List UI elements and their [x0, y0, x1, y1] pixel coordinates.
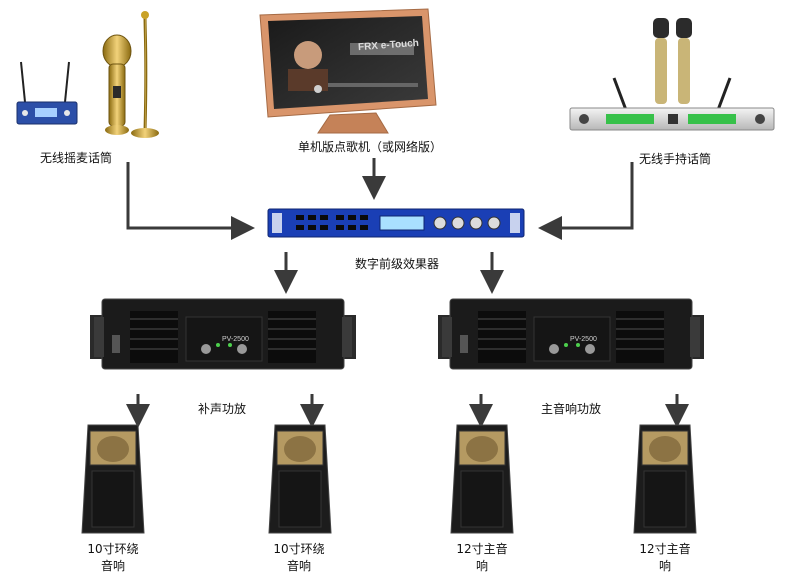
label-karaoke-player: 单机版点歌机（或网络版） [298, 140, 443, 154]
label-wireless-handheld: 无线手持话筒 [639, 152, 712, 166]
label-wireless-gooseneck: 无线摇麦话筒 [40, 151, 113, 165]
speaker-1 [81, 424, 145, 534]
label-speaker-2-line2: 音响 [286, 559, 311, 573]
wireless-receiver-small [16, 61, 78, 125]
fill-power-amplifier [90, 298, 356, 370]
label-speaker-4-line1: 12寸主音 [639, 542, 691, 556]
main-amp-model: PV-2500 [570, 336, 597, 343]
speaker-4 [633, 424, 697, 534]
label-speaker-1-line1: 10寸环绕 [87, 542, 139, 556]
label-speaker-1: 10寸环绕 音响 [78, 541, 148, 575]
label-speaker-3-line2: 响 [475, 559, 488, 573]
karaoke-touchscreen [259, 8, 437, 134]
label-processor: 数字前级效果器 [355, 257, 440, 271]
arrow-left-mic-to-processor [126, 162, 255, 240]
label-speaker-4: 12寸主音 响 [630, 541, 700, 575]
label-speaker-2: 10寸环绕 音响 [264, 541, 334, 575]
main-power-amplifier [438, 298, 704, 370]
label-speaker-2-line1: 10寸环绕 [273, 542, 325, 556]
label-main-amp: 主音响功放 [541, 402, 602, 416]
gold-gooseneck-microphone [102, 11, 159, 138]
label-speaker-3-line1: 12寸主音 [456, 542, 508, 556]
label-speaker-4-line2: 响 [658, 559, 671, 573]
label-speaker-1-line2: 音响 [100, 559, 125, 573]
label-speaker-3: 12寸主音 响 [447, 541, 517, 575]
wireless-handheld-receiver [569, 18, 775, 131]
digital-effects-processor [267, 208, 525, 238]
fill-amp-model: PV-2500 [222, 336, 249, 343]
speaker-2 [268, 424, 332, 534]
label-fill-amp: 补声功放 [198, 402, 247, 416]
speaker-3 [450, 424, 514, 534]
arrow-right-mic-to-processor [538, 162, 634, 240]
